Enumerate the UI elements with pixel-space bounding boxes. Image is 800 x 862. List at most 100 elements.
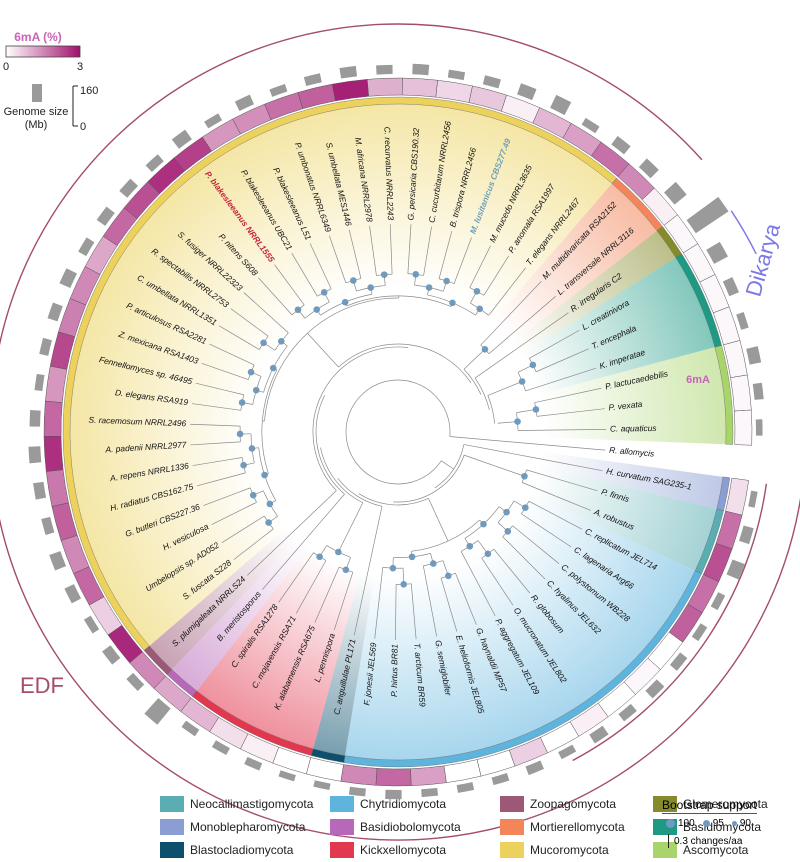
scale-bar-line xyxy=(668,834,669,848)
bootstrap-dots: 100 95 90 xyxy=(662,818,792,829)
legend-label: Kickxellomycota xyxy=(360,843,447,857)
taxon-label: P. vexata xyxy=(608,399,643,413)
clade-sector-basidio xyxy=(520,257,715,395)
legend-item-neocal: Neocallimastigomycota xyxy=(160,796,313,812)
legend-swatch xyxy=(653,842,677,858)
genome-size-bar xyxy=(348,786,366,797)
genome-size-bar xyxy=(78,237,95,257)
clade-sector-chytrid xyxy=(345,493,696,761)
bootstrap-dot-90 xyxy=(731,821,737,826)
scale-bar: 0.3 changes/aa xyxy=(662,834,792,848)
heat-cell xyxy=(401,77,438,98)
genome-size-bar xyxy=(755,419,763,436)
bootstrap-dot-100 xyxy=(666,819,675,828)
genome-size-bar xyxy=(385,789,402,800)
genome-size-bar xyxy=(59,268,78,289)
bootstrap-node xyxy=(466,542,474,550)
legend-swatch xyxy=(330,796,354,812)
bootstrap-95: 95 xyxy=(712,818,724,829)
heat-cell xyxy=(43,400,63,437)
bootstrap-dot-95 xyxy=(702,820,710,827)
genome-size-bar xyxy=(244,756,263,771)
legend-swatch xyxy=(500,796,524,812)
legend-label: Mucoromycota xyxy=(530,843,609,857)
bootstrap-90: 90 xyxy=(739,818,751,829)
clade-sector-muco xyxy=(70,104,612,646)
heat-legend-title: 6mA (%) xyxy=(14,30,62,44)
genome-size-bar xyxy=(49,551,67,571)
genome-size-bar xyxy=(29,409,41,427)
genome-size-bar xyxy=(645,679,665,699)
genome-size-bar xyxy=(726,559,745,580)
bootstrap-node xyxy=(248,445,256,452)
genome-size-bar xyxy=(550,94,572,116)
genome-size-bar xyxy=(313,780,331,791)
genome-size-bar xyxy=(456,782,475,793)
legend-swatch xyxy=(160,796,184,812)
genome-size-min: 0 xyxy=(80,121,86,133)
genome-size-bar xyxy=(447,69,466,81)
clade-sectors xyxy=(70,104,726,761)
genome-size-bar xyxy=(278,770,296,782)
group-arcs xyxy=(0,23,800,841)
clade-sector-glom xyxy=(512,230,676,355)
bootstrap-node xyxy=(445,572,452,580)
genome-size-bar xyxy=(482,75,501,89)
6ma-arc xyxy=(572,483,768,762)
heat-cell xyxy=(43,435,64,472)
genome-size-bar xyxy=(96,206,115,226)
legend-swatch xyxy=(500,842,524,858)
genome-size-max: 160 xyxy=(80,85,98,97)
genome-size-bar xyxy=(710,592,726,611)
dikarya-arc xyxy=(730,210,757,255)
clade-sector-kickx xyxy=(196,546,361,749)
genome-size-bar xyxy=(739,525,754,545)
taxon-label: S. racemosum NRRL2496 xyxy=(88,415,186,429)
legend-item-zoopago: Zoopagomycota xyxy=(500,796,616,812)
genome-size-bar xyxy=(376,64,393,75)
heat-legend: 6mA (%) 0 3 xyxy=(3,30,83,73)
genome-size-bar xyxy=(491,773,510,786)
genome-size-bar xyxy=(83,615,100,634)
genome-size-bar xyxy=(126,672,145,691)
heat-cell xyxy=(366,77,403,97)
clade-sector-monoble xyxy=(538,451,723,509)
genome-size-legend: Genome size (Mb) 160 0 xyxy=(4,84,98,133)
genome-size-bar xyxy=(589,725,609,744)
genome-size-bar xyxy=(691,623,708,642)
heat-cell xyxy=(45,469,69,507)
heat-cell xyxy=(331,79,369,102)
genome-size-bar xyxy=(303,73,322,86)
genome-size-bar xyxy=(234,94,255,112)
legend-label: Glomeromycota xyxy=(683,797,768,811)
genome-size-bar xyxy=(34,373,45,392)
clade-sector-neocal xyxy=(529,466,717,571)
taxon-label: C. recurvatus NRRL2243 xyxy=(382,126,396,220)
edf-arc xyxy=(0,23,800,841)
bootstrap-node xyxy=(484,550,492,558)
genome-size-bar xyxy=(736,312,749,330)
genome-size-bar-sample xyxy=(32,84,42,102)
dikarya-label: Dikarya xyxy=(740,220,785,299)
legend-label: Ascomycota xyxy=(683,843,749,857)
heat-cell xyxy=(730,374,752,412)
heat-cell xyxy=(734,409,753,446)
genome-size-bar xyxy=(204,113,223,129)
genome-size-bar xyxy=(525,760,544,776)
taxon-label: C. aquaticus xyxy=(610,423,657,434)
legend-label: Mortierellomycota xyxy=(530,820,625,834)
genome-size-bar xyxy=(618,703,637,722)
phylum-band-monoble xyxy=(716,476,731,511)
genome-size-bars xyxy=(28,63,764,800)
genome-size-bar xyxy=(517,83,537,101)
legend-item-kickx: Kickxellomycota xyxy=(330,842,446,858)
genome-size-bar xyxy=(581,117,600,134)
heat-legend-max: 3 xyxy=(77,61,83,73)
genome-size-bar xyxy=(339,65,358,79)
legend-item-asco: Ascomycota xyxy=(653,842,748,858)
heat-legend-min: 0 xyxy=(3,61,9,73)
clade-sector-mort xyxy=(492,183,657,344)
clade-sector-asco xyxy=(538,347,726,445)
